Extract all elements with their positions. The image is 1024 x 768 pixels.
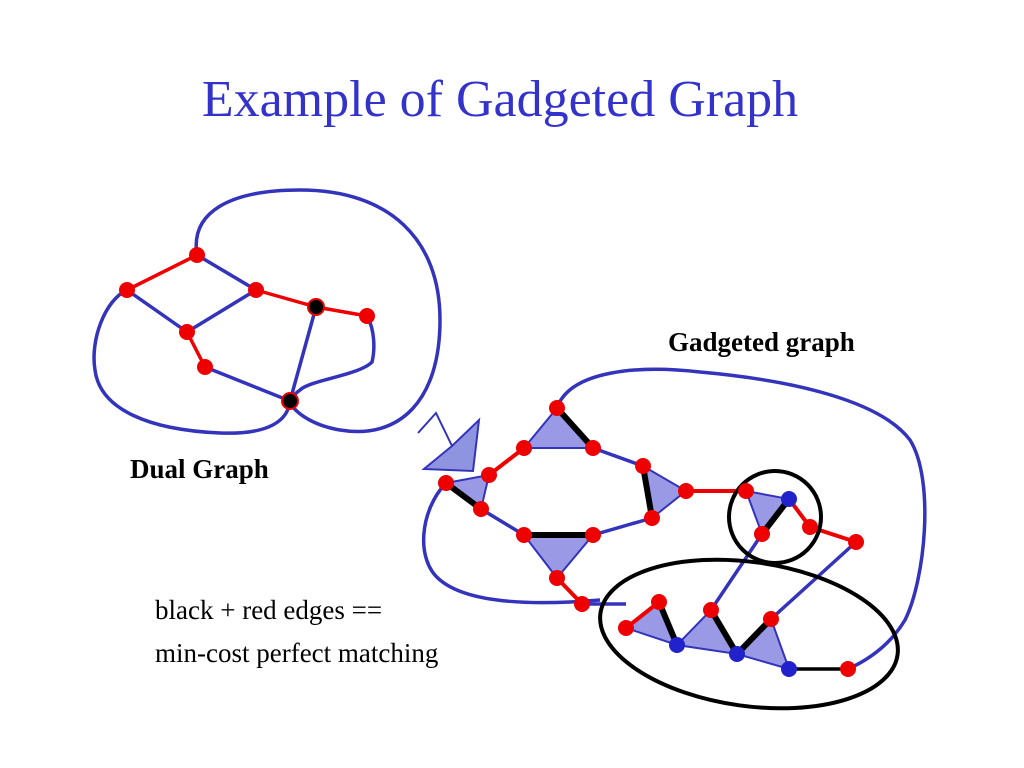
dual-black-node [307, 298, 325, 316]
gadget-node [438, 475, 454, 491]
gadget-blue-node [781, 491, 797, 507]
gadget-node [516, 527, 532, 543]
dual-edge [186, 288, 257, 334]
slide-title: Example of Gadgeted Graph [201, 71, 799, 128]
gadget-black-edge [640, 465, 655, 519]
dual-edge [196, 253, 257, 292]
dual-graph [92, 188, 442, 435]
dual-node [179, 324, 195, 340]
gadget-node [763, 611, 779, 627]
dual-graph-label: Dual Graph [130, 454, 269, 484]
gadget-node [585, 527, 601, 543]
gadget-node [574, 596, 590, 612]
gadget-node [678, 483, 694, 499]
gadget-edge [592, 446, 644, 468]
gadget-node [840, 661, 856, 677]
gadget-node [738, 483, 754, 499]
gadget-node [802, 519, 818, 535]
gadgeted-graph [421, 367, 927, 711]
gadget-node [473, 501, 489, 517]
dual-edge [288, 306, 318, 402]
gadget-blue-node [781, 661, 797, 677]
gadget-node [754, 526, 770, 542]
gadget-edge [480, 507, 525, 537]
gadget-outer-loop [421, 367, 927, 671]
gadget-edge [709, 533, 764, 611]
gadget-node [585, 440, 601, 456]
matching-note-line2: min-cost perfect matching [155, 638, 439, 668]
dual-edge [204, 365, 291, 403]
gadget-node [635, 458, 651, 474]
highlight-ellipse [598, 557, 900, 711]
dual-node [189, 247, 205, 263]
arrow-icon [417, 411, 481, 473]
dual-node [119, 282, 135, 298]
gadget-black-edge [708, 608, 740, 656]
dual-node [359, 308, 375, 324]
dual-node [197, 359, 213, 375]
gadget-node [618, 620, 634, 636]
gadget-black-edge [554, 405, 596, 451]
gadget-node [651, 594, 667, 610]
gadget-node [549, 400, 565, 416]
gadget-blue-node [729, 646, 745, 662]
dual-left-loop [92, 288, 292, 435]
matching-note-line1: black + red edges == [155, 595, 383, 625]
gadget-black-edge [734, 616, 774, 657]
gadget-node [516, 440, 532, 456]
highlight-circle [727, 469, 823, 565]
dual-edge [125, 288, 189, 334]
gadgeted-graph-label: Gadgeted graph [668, 327, 855, 357]
gadget-node [703, 602, 719, 618]
dual-node [248, 282, 264, 298]
gadget-node [481, 467, 497, 483]
dual-black-node [281, 392, 299, 410]
gadget-node [644, 510, 660, 526]
dual-red-edge [255, 288, 317, 309]
gadget-edge [592, 516, 653, 537]
gadget-node [549, 570, 565, 586]
dual-outer-loop [194, 188, 442, 434]
gadget-node [848, 534, 864, 550]
gadget-blue-node [669, 637, 685, 653]
gadget-edge [769, 540, 858, 621]
dual-red-edge [126, 253, 198, 292]
